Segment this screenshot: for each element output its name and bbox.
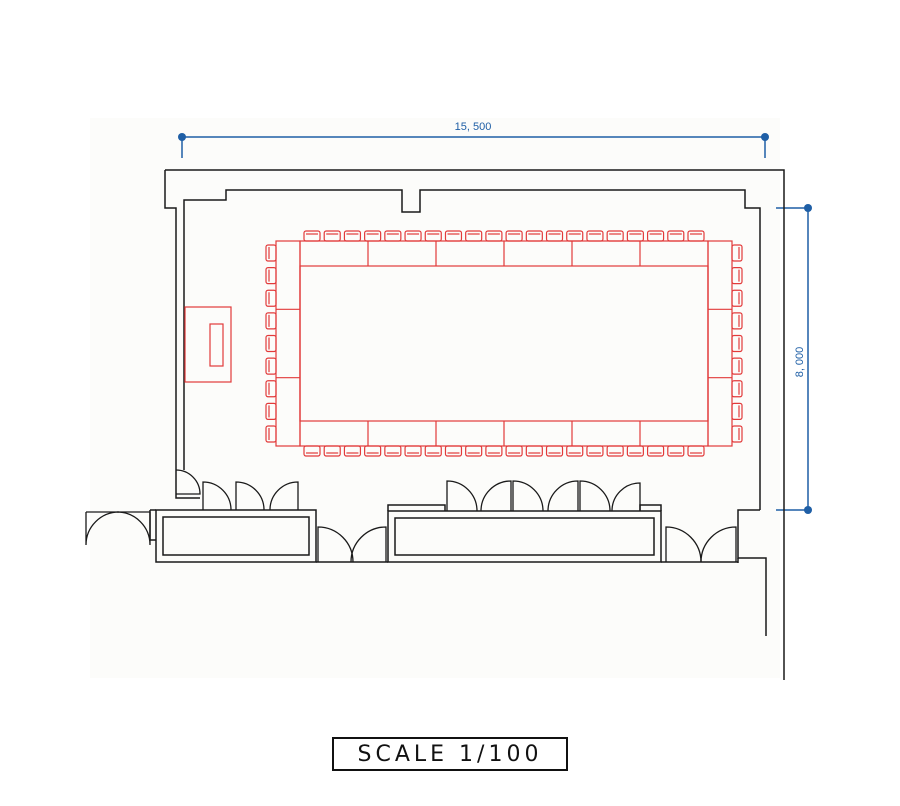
chair-bottom [343, 445, 362, 457]
chair-top [485, 230, 503, 242]
chair-right [731, 357, 743, 375]
door-between-closets-2 [665, 526, 737, 563]
storage-center [387, 504, 662, 563]
chair-bottom [646, 445, 665, 457]
chairs [265, 230, 743, 457]
chair-bottom [424, 445, 442, 457]
chair-bottom [566, 445, 584, 457]
chair-bottom [465, 445, 483, 457]
chair-right [731, 267, 743, 285]
chair-top [566, 230, 584, 242]
door-entry-left [175, 469, 201, 495]
chair-bottom [505, 445, 523, 457]
chair-right [731, 380, 743, 398]
chair-bottom [404, 445, 422, 457]
width-dimension: 15, 500 [178, 121, 769, 158]
chair-top [545, 230, 564, 242]
chair-bottom [485, 445, 503, 457]
chair-top [687, 230, 705, 242]
chair-left [265, 425, 277, 443]
chair-top [364, 230, 382, 242]
door-between-closets-1 [317, 526, 387, 563]
chair-bottom [687, 445, 705, 457]
conference-table [275, 240, 733, 447]
chair-right [731, 425, 743, 443]
chair-left [265, 402, 277, 420]
chair-top [465, 230, 483, 242]
chair-bottom [606, 445, 624, 457]
chair-right [731, 402, 743, 420]
chair-left [265, 380, 277, 398]
chair-top [606, 230, 624, 242]
chair-top [323, 230, 341, 242]
chair-top [646, 230, 665, 242]
chair-bottom [525, 445, 543, 457]
chair-top [384, 230, 402, 242]
chair-top [586, 230, 604, 242]
width-dimension-label: 15, 500 [455, 121, 492, 133]
chair-top [667, 230, 685, 242]
chair-top [303, 230, 321, 242]
chair-top [525, 230, 543, 242]
chair-top [424, 230, 442, 242]
chair-bottom [626, 445, 644, 457]
chair-left [265, 334, 277, 353]
door-outside-left [85, 511, 151, 546]
chair-bottom [444, 445, 463, 457]
closet-left-doors [202, 481, 299, 511]
lectern [184, 306, 232, 383]
chair-top [626, 230, 644, 242]
chair-bottom [384, 445, 402, 457]
chair-left [265, 244, 277, 262]
chair-right [731, 312, 743, 330]
chair-bottom [667, 445, 685, 457]
scale-label: SCALE 1/100 [357, 741, 543, 767]
scale-label-box: SCALE 1/100 [332, 737, 568, 771]
chair-bottom [323, 445, 341, 457]
height-dimension: 8, 000 [776, 204, 812, 514]
chair-left [265, 289, 277, 307]
room-walls [164, 169, 785, 680]
chair-bottom [586, 445, 604, 457]
chair-bottom [303, 445, 321, 457]
chair-left [265, 357, 277, 375]
chair-top [343, 230, 362, 242]
height-dimension-label: 8, 000 [794, 347, 806, 378]
closet-center-doors [446, 480, 641, 512]
chair-bottom [545, 445, 564, 457]
chair-right [731, 334, 743, 353]
chair-top [444, 230, 463, 242]
chair-left [265, 267, 277, 285]
chair-right [731, 289, 743, 307]
chair-top [404, 230, 422, 242]
chair-bottom [364, 445, 382, 457]
chair-right [731, 244, 743, 262]
plan-background [90, 118, 780, 678]
chair-left [265, 312, 277, 330]
chair-top [505, 230, 523, 242]
